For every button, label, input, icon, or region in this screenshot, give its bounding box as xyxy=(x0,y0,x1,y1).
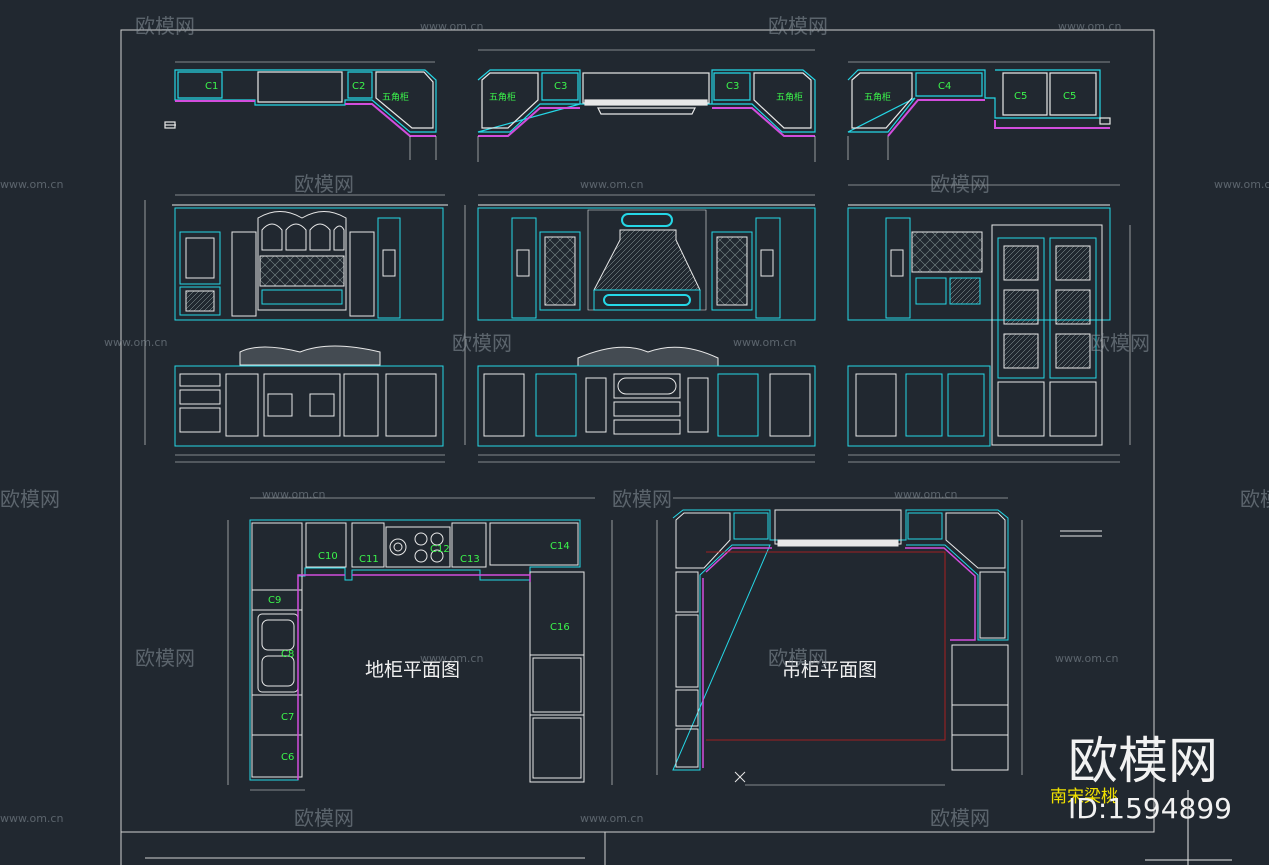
watermark-brand: 欧模网 xyxy=(135,14,195,38)
crosshair-cursor xyxy=(1145,790,1232,865)
watermark-site: www.om.cn xyxy=(580,812,643,825)
elevation-3 xyxy=(847,184,1131,463)
label-c5-left: C5 xyxy=(1014,91,1027,102)
label-c3-left: C3 xyxy=(554,81,567,92)
watermark-site: www.om.cn xyxy=(1058,20,1121,33)
label-c2: C2 xyxy=(352,81,365,92)
top-plan-2 xyxy=(477,49,816,162)
top-plan-1 xyxy=(164,61,437,160)
watermark-site: www.om.cn xyxy=(580,178,643,191)
label-c14: C14 xyxy=(550,541,570,552)
watermark-brand: 欧模网 xyxy=(135,646,195,670)
watermark-brand: 欧模网 xyxy=(294,806,354,830)
sheet-border xyxy=(120,29,1155,865)
elevation-2 xyxy=(464,194,816,463)
watermark-brand: 欧模网 xyxy=(294,172,354,196)
footer-brand-logo: 欧模网 xyxy=(1068,732,1218,790)
watermark-brand: 欧模网 xyxy=(768,14,828,38)
watermark-site: www.om.cn xyxy=(420,652,483,665)
label-pentagon-cabinet-4: 五角柜 xyxy=(864,91,891,103)
watermark-site: www.om.cn xyxy=(1055,652,1118,665)
watermarks: www.om.cn www.om.cn www.om.cn www.om.cn … xyxy=(0,14,1269,830)
footer-author: 南宋梁桃 xyxy=(1050,787,1118,807)
watermark-brand: 欧模网 xyxy=(612,487,672,511)
watermark-site: www.om.cn xyxy=(733,336,796,349)
watermark-site: www.om.cn xyxy=(1214,178,1269,191)
label-c16: C16 xyxy=(550,622,570,633)
watermark-site: www.om.cn xyxy=(0,812,63,825)
watermark-site: www.om.cn xyxy=(104,336,167,349)
label-c7: C7 xyxy=(281,712,294,723)
label-c1: C1 xyxy=(205,81,218,92)
watermark-brand: 欧模网 xyxy=(452,331,512,355)
label-c3-right: C3 xyxy=(726,81,739,92)
label-pentagon-cabinet-1: 五角柜 xyxy=(382,91,409,103)
label-c11: C11 xyxy=(359,554,379,565)
legend-lines xyxy=(1060,530,1102,537)
base-plan-title: 地柜平面图 xyxy=(365,659,460,681)
watermark-brand: 欧模网 xyxy=(768,646,828,670)
label-pentagon-cabinet-3: 五角柜 xyxy=(776,91,803,103)
watermark-brand: 欧模网 xyxy=(0,487,60,511)
watermark-brand: 欧模网 xyxy=(930,806,990,830)
watermark-site: www.om.cn xyxy=(420,20,483,33)
label-c9: C9 xyxy=(268,595,281,606)
label-c10: C10 xyxy=(318,551,338,562)
watermark-site: www.om.cn xyxy=(894,488,957,501)
wall-plan-title: 吊柜平面图 xyxy=(782,659,877,681)
label-c6: C6 xyxy=(281,752,294,763)
label-c4: C4 xyxy=(938,81,951,92)
label-pentagon-cabinet-2: 五角柜 xyxy=(489,91,516,103)
wall-cabinet-plan xyxy=(656,497,1023,786)
top-plan-3 xyxy=(847,61,1111,160)
label-c8: C8 xyxy=(281,649,294,660)
watermark-brand: 欧模网 xyxy=(930,172,990,196)
footer-id: ID:1594899 xyxy=(1068,792,1232,825)
watermark-brand: 欧模网 xyxy=(1240,487,1269,511)
label-c12: C12 xyxy=(430,544,450,555)
label-c13: C13 xyxy=(460,554,480,565)
watermark-site: www.om.cn xyxy=(0,178,63,191)
watermark-site: www.om.cn xyxy=(262,488,325,501)
base-cabinet-plan xyxy=(227,497,613,791)
watermark-brand: 欧模网 xyxy=(1090,331,1150,355)
label-c5-right: C5 xyxy=(1063,91,1076,102)
elevation-1 xyxy=(144,194,448,463)
